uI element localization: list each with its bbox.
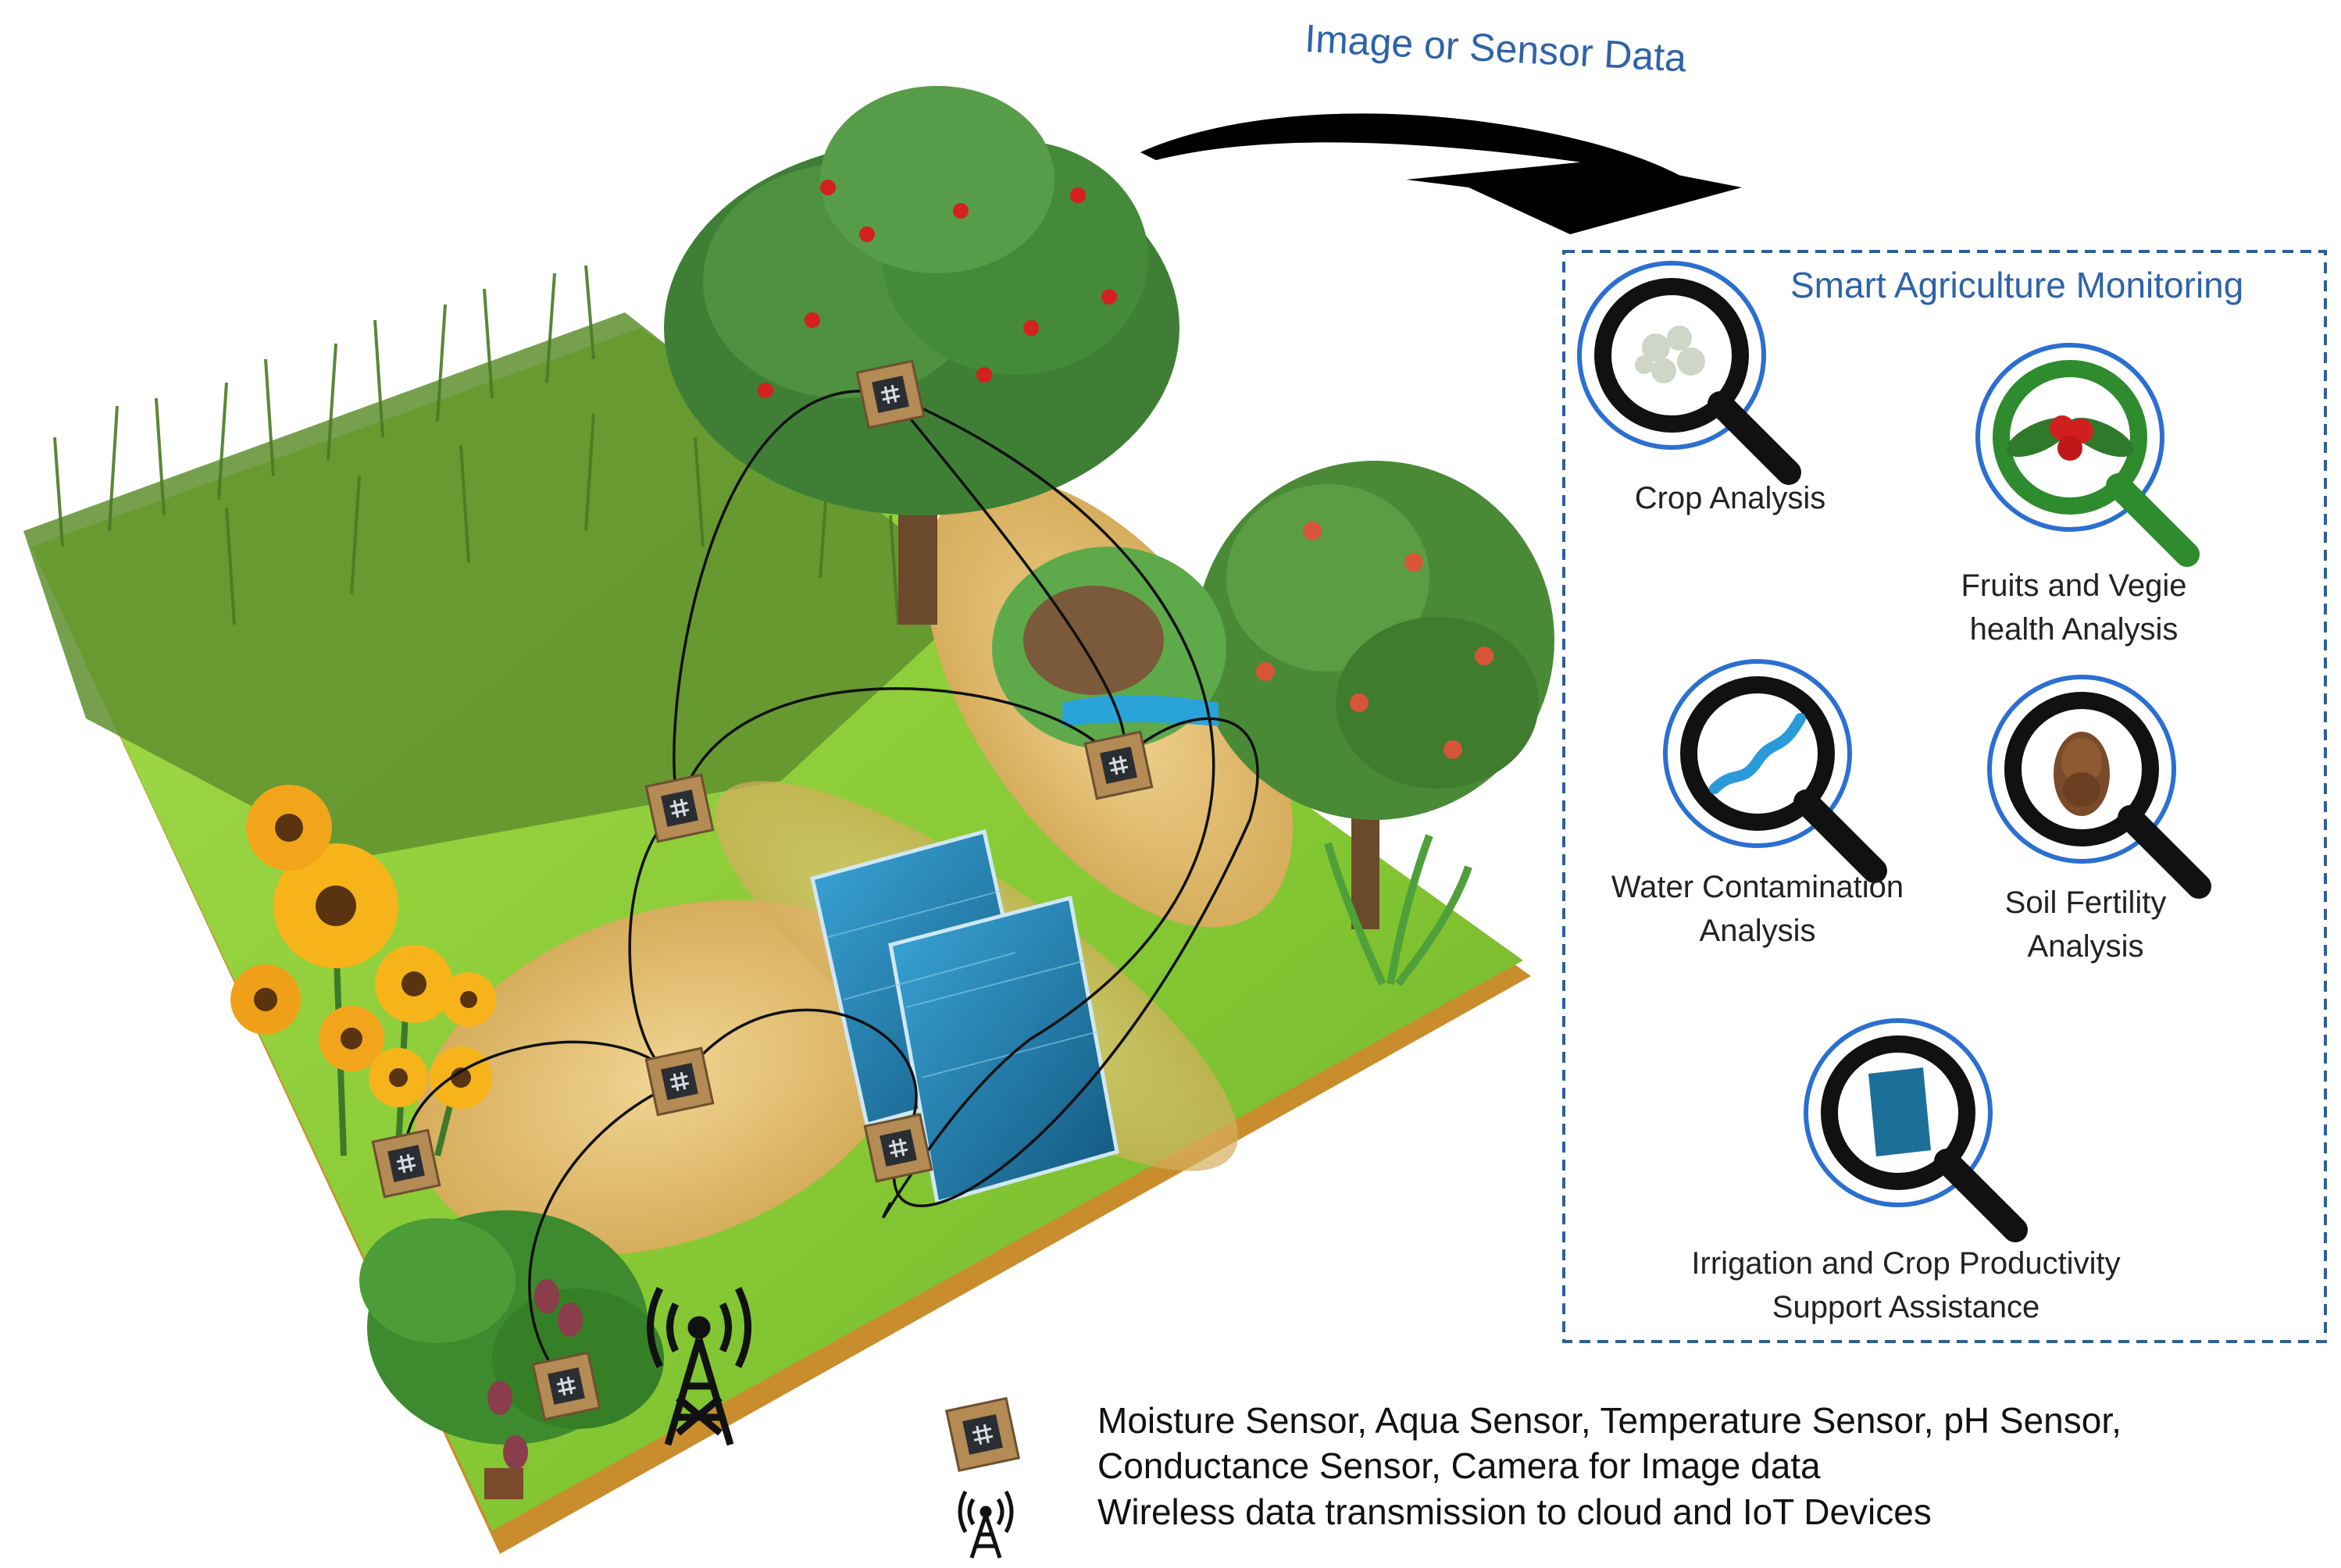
sensor-chip-icon — [644, 1046, 715, 1117]
panel-title: Smart Agriculture Monitoring — [1790, 265, 2244, 305]
sensor-chip-icon — [371, 1128, 441, 1199]
field-tower-icon — [647, 1286, 751, 1446]
sensor-nodes — [371, 359, 1154, 1421]
monitoring-panel-frame — [1562, 250, 2327, 1343]
soil-icon — [2054, 732, 2110, 816]
sensor-chip-icon — [855, 359, 926, 429]
module-fruit-magnifier — [1975, 343, 2200, 567]
sensor-chip-icon — [944, 1396, 1021, 1473]
module-irrigation-magnifier — [1804, 1018, 2028, 1242]
water-analysis-label: Water Contamination Analysis — [1611, 870, 1904, 948]
sunflowers — [230, 785, 496, 1156]
module-water-magnifier — [1663, 659, 1887, 883]
fruit-icon — [2006, 415, 2134, 461]
solar-panel-icon — [1868, 1067, 1931, 1156]
crop-icon — [1635, 326, 1705, 383]
fruit-analysis-label: Fruits and Vegie health Analysis — [1961, 568, 2187, 647]
module-crop-magnifier — [1577, 261, 1801, 485]
sensor-chip-icon — [644, 773, 715, 843]
sensor-chip-icon — [531, 1351, 601, 1421]
legend-sensor-icon — [944, 1396, 1021, 1473]
crop-analysis-label: Crop Analysis — [1634, 481, 1826, 515]
legend-tower-text: Wireless data transmission to cloud and … — [1097, 1491, 1932, 1532]
apple-tree-top — [664, 86, 1179, 625]
legend-tower-icon — [958, 1490, 1014, 1559]
irrigation-label: Irrigation and Crop Productivity Support… — [1691, 1246, 2121, 1324]
sensor-chip-icon — [1083, 730, 1154, 800]
module-soil-magnifier — [1987, 675, 2211, 899]
apple-tree-right — [1195, 461, 1554, 987]
sensor-chip-icon — [863, 1113, 933, 1183]
legend-sensor-text: Moisture Sensor, Aqua Sensor, Temperatur… — [1097, 1400, 2122, 1486]
soil-analysis-label: Soil Fertility Analysis — [2004, 886, 2167, 964]
flow-arrow — [1140, 113, 1742, 234]
water-icon — [1709, 713, 1806, 794]
